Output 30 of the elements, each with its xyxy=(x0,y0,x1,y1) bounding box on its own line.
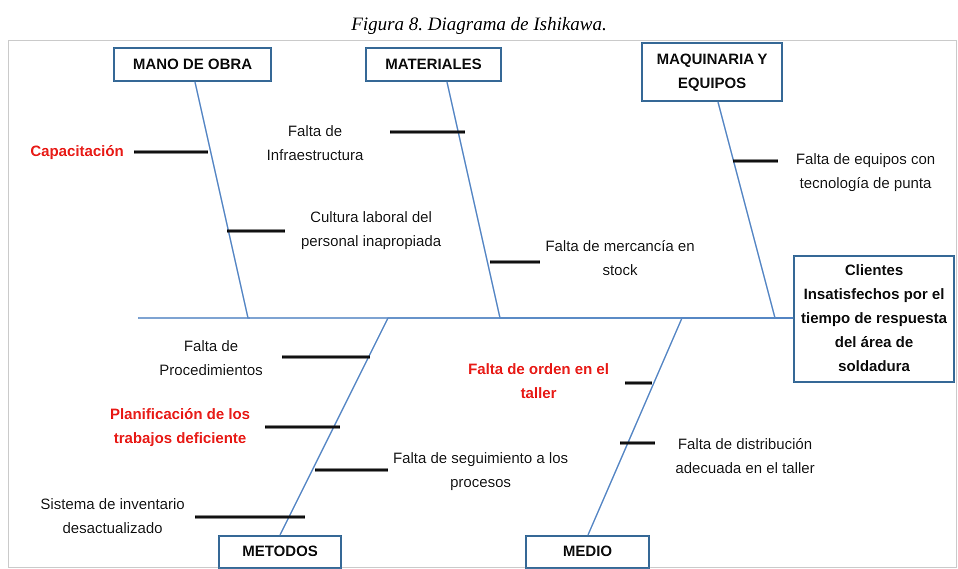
cause-label: Falta de equipos con tecnología de punta xyxy=(778,148,953,198)
cause-label: Sistema de inventario desactualizado xyxy=(30,493,195,543)
leader-line xyxy=(390,130,465,134)
leader-line xyxy=(227,230,285,232)
leader-line xyxy=(625,382,652,384)
leader-line xyxy=(282,356,370,358)
leader-line xyxy=(134,150,208,154)
cause-label: Falta de seguimiento a los procesos xyxy=(388,447,573,497)
leader-line xyxy=(733,160,778,162)
cause-label: Capacitación xyxy=(20,140,134,164)
cause-label: Cultura laboral del personal inapropiada xyxy=(285,206,457,256)
cause-label: Planificación de los trabajos deficiente xyxy=(95,403,265,453)
category-box: MAQUINARIA Y EQUIPOS xyxy=(641,42,783,102)
effect-box: Clientes Insatisfechos por el tiempo de respuesta del área de soldadura xyxy=(793,255,955,383)
cause-label: Falta de Procedimientos xyxy=(140,335,282,385)
leader-line xyxy=(265,426,340,428)
leader-line xyxy=(195,516,305,518)
category-box: METODOS xyxy=(218,535,342,569)
leader-line xyxy=(315,468,388,472)
category-box: MEDIO xyxy=(525,535,650,569)
leader-line xyxy=(620,442,655,444)
category-box: MANO DE OBRA xyxy=(113,47,272,82)
leader-line xyxy=(490,260,540,264)
cause-label: Falta de orden en el taller xyxy=(452,358,625,408)
fishbone-line xyxy=(587,317,793,536)
cause-label: Falta de Infraestructura xyxy=(240,120,390,170)
cause-label: Falta de mercancía en stock xyxy=(540,235,700,285)
cause-label: Falta de distribución adecuada en el taller xyxy=(655,433,835,483)
category-box: MATERIALES xyxy=(365,47,502,82)
figure-title: Figura 8. Diagrama de Ishikawa. xyxy=(350,14,608,36)
